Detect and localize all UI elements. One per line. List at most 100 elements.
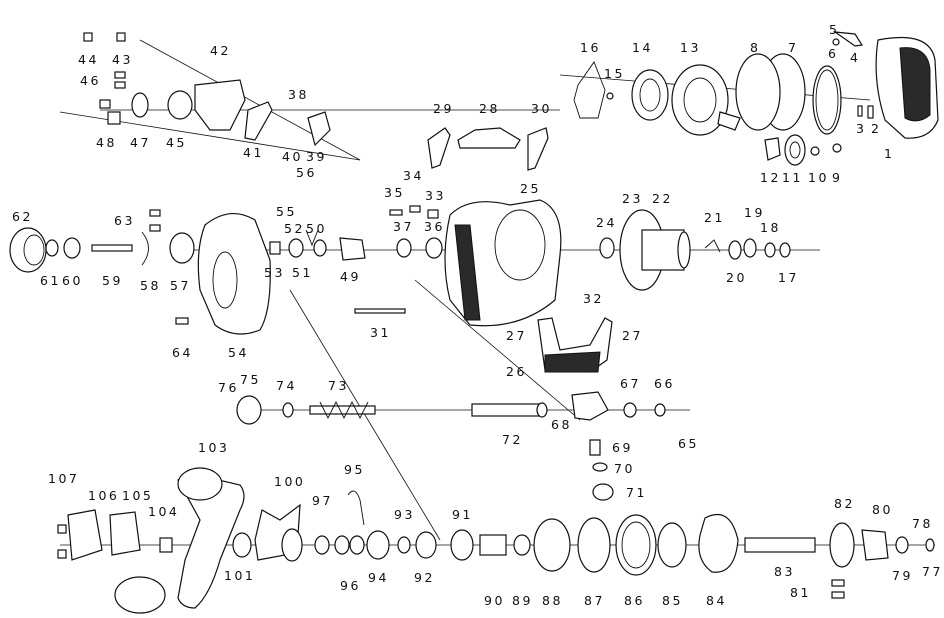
label-45: 45 bbox=[166, 135, 187, 150]
label-8: 8 bbox=[750, 40, 760, 55]
label-14: 14 bbox=[632, 40, 653, 55]
label-16: 16 bbox=[580, 40, 601, 55]
label-61: 61 bbox=[40, 273, 61, 288]
label-93: 93 bbox=[394, 507, 415, 522]
label-92: 92 bbox=[414, 570, 435, 585]
label-91: 91 bbox=[452, 507, 473, 522]
label-89: 89 bbox=[512, 593, 533, 608]
label-105: 105 bbox=[122, 488, 153, 503]
label-24: 24 bbox=[596, 215, 617, 230]
star-drag-62 bbox=[9, 227, 47, 273]
label-84: 84 bbox=[706, 593, 727, 608]
levelwind-parts-33-37 bbox=[389, 205, 443, 259]
label-59: 59 bbox=[102, 273, 123, 288]
label-72: 72 bbox=[502, 432, 523, 447]
label-53: 53 bbox=[264, 265, 285, 280]
label-75: 75 bbox=[240, 372, 261, 387]
label-23: 23 bbox=[622, 191, 643, 206]
label-83: 83 bbox=[774, 564, 795, 579]
label-28: 28 bbox=[479, 101, 500, 116]
spool-22 bbox=[619, 209, 691, 291]
label-49: 49 bbox=[340, 269, 361, 284]
label-104: 104 bbox=[148, 504, 179, 519]
brake-assembly-13-14 bbox=[631, 64, 741, 136]
pawl-67-71 bbox=[571, 391, 666, 501]
label-41: 41 bbox=[243, 145, 264, 160]
label-43: 43 bbox=[112, 52, 133, 67]
label-68: 68 bbox=[551, 417, 572, 432]
label-78: 78 bbox=[912, 516, 933, 531]
label-20: 20 bbox=[726, 270, 747, 285]
label-65: 65 bbox=[678, 436, 699, 451]
label-11: 11 bbox=[782, 170, 803, 185]
label-40: 40 bbox=[282, 149, 303, 164]
label-82: 82 bbox=[834, 496, 855, 511]
label-12: 12 bbox=[760, 170, 781, 185]
label-79: 79 bbox=[892, 568, 913, 583]
label-42: 42 bbox=[210, 43, 231, 58]
label-52: 52 bbox=[284, 221, 305, 236]
label-60: 60 bbox=[62, 273, 83, 288]
label-5: 5 bbox=[829, 22, 839, 37]
label-101: 101 bbox=[224, 568, 255, 583]
label-51: 51 bbox=[292, 265, 313, 280]
label-57: 57 bbox=[170, 278, 191, 293]
label-27-left: 27 bbox=[506, 328, 527, 343]
label-7: 7 bbox=[788, 40, 798, 55]
label-100: 100 bbox=[274, 474, 305, 489]
trigger-26 bbox=[537, 317, 613, 373]
label-2: 2 bbox=[871, 121, 881, 136]
label-37: 37 bbox=[393, 219, 414, 234]
main-shaft-77-83 bbox=[744, 522, 935, 599]
label-64: 64 bbox=[172, 345, 193, 360]
label-71: 71 bbox=[626, 485, 647, 500]
label-9: 9 bbox=[832, 170, 842, 185]
label-3: 3 bbox=[856, 121, 866, 136]
label-6: 6 bbox=[828, 46, 838, 61]
label-31: 31 bbox=[370, 325, 391, 340]
handle-parts-104-107 bbox=[57, 509, 173, 561]
label-85: 85 bbox=[662, 593, 683, 608]
label-4: 4 bbox=[850, 50, 860, 65]
label-15: 15 bbox=[604, 66, 625, 81]
worm-shaft-72-76 bbox=[236, 395, 548, 425]
label-18: 18 bbox=[760, 220, 781, 235]
label-54: 54 bbox=[228, 345, 249, 360]
label-87: 87 bbox=[584, 593, 605, 608]
label-63: 63 bbox=[114, 213, 135, 228]
label-88: 88 bbox=[542, 593, 563, 608]
label-103: 103 bbox=[198, 440, 229, 455]
sideplate-54 bbox=[197, 213, 271, 335]
label-30: 30 bbox=[531, 101, 552, 116]
label-62: 62 bbox=[12, 209, 33, 224]
label-77: 77 bbox=[922, 564, 943, 579]
label-26: 26 bbox=[506, 364, 527, 379]
label-74: 74 bbox=[276, 378, 297, 393]
label-95: 95 bbox=[344, 462, 365, 477]
screws-top-left bbox=[83, 32, 189, 325]
label-48: 48 bbox=[96, 135, 117, 150]
label-17: 17 bbox=[778, 270, 799, 285]
label-36: 36 bbox=[424, 219, 445, 234]
label-25: 25 bbox=[520, 181, 541, 196]
drive-gear-84-88 bbox=[533, 513, 739, 576]
label-86: 86 bbox=[624, 593, 645, 608]
screws-2-3-4-5 bbox=[832, 31, 874, 119]
drag-parts-57-61 bbox=[45, 231, 195, 266]
label-46: 46 bbox=[80, 73, 101, 88]
label-69: 69 bbox=[612, 440, 633, 455]
mechanism-38-48 bbox=[99, 79, 331, 147]
label-94: 94 bbox=[368, 570, 389, 585]
label-10: 10 bbox=[808, 170, 829, 185]
label-70: 70 bbox=[614, 461, 635, 476]
label-56: 56 bbox=[296, 165, 317, 180]
drive-parts-89-101 bbox=[232, 490, 531, 562]
label-22: 22 bbox=[652, 191, 673, 206]
label-96: 96 bbox=[340, 578, 361, 593]
label-32: 32 bbox=[583, 291, 604, 306]
label-39: 39 bbox=[306, 149, 327, 164]
spool-parts-17-24 bbox=[599, 237, 791, 260]
label-27-right: 27 bbox=[622, 328, 643, 343]
label-47: 47 bbox=[130, 135, 151, 150]
